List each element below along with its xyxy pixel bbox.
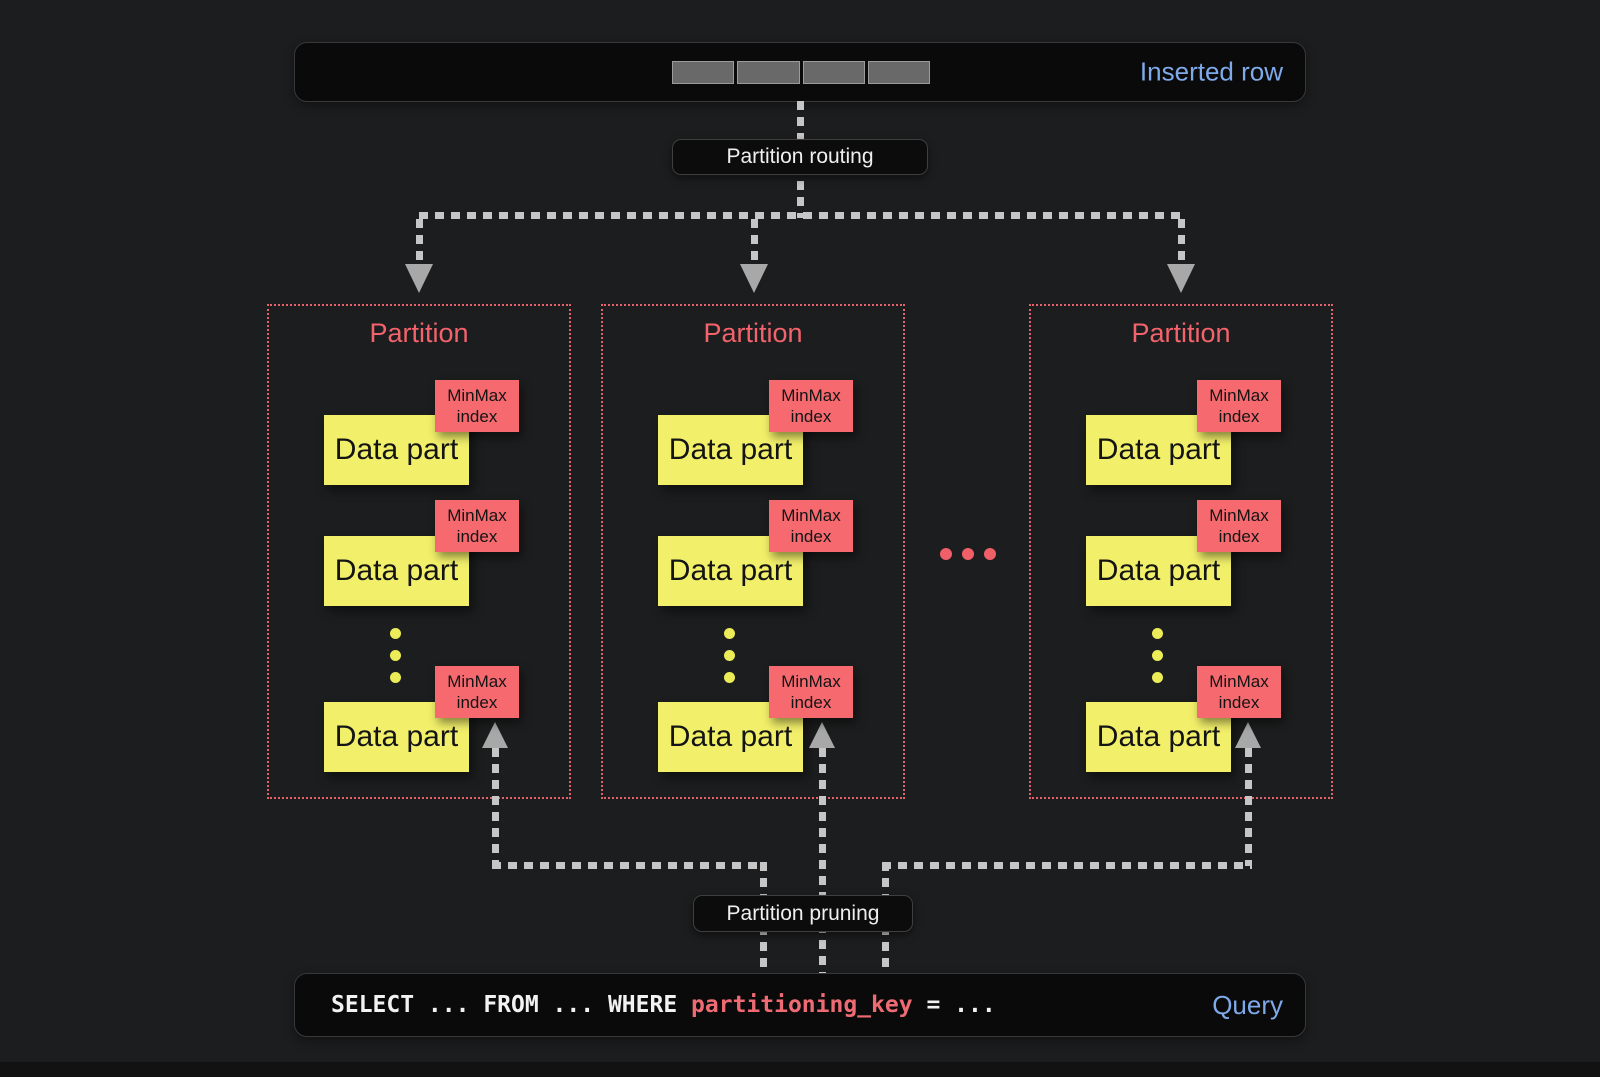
pruning-line-middle-vertical <box>819 748 826 973</box>
arrow-up-icon <box>482 722 508 748</box>
inserted-row-bar: Inserted row <box>294 42 1306 102</box>
row-segment <box>672 61 735 84</box>
minmax-index-tag: MinMax index <box>769 500 853 552</box>
vertical-ellipsis-dot <box>724 650 735 661</box>
vertical-ellipsis-dot <box>724 672 735 683</box>
partition-pruning-label: Partition pruning <box>726 901 880 925</box>
minmax-index-tag: MinMax index <box>769 666 853 718</box>
query-label: Query <box>1212 989 1283 1020</box>
partition-pruning-pill: Partition pruning <box>693 895 913 932</box>
pruning-line-left-horizontal <box>492 862 766 869</box>
vertical-ellipsis-dot <box>724 628 735 639</box>
pruning-line-left-vertical <box>492 748 499 866</box>
partition-box-2: Partition MinMax index Data part MinMax … <box>601 304 905 799</box>
row-segments-icon <box>672 61 930 84</box>
pruning-line-right-horizontal <box>882 862 1252 869</box>
horizontal-ellipsis-dot <box>962 548 974 560</box>
inserted-row-label: Inserted row <box>1139 56 1283 87</box>
partition-title: Partition <box>703 318 803 348</box>
data-part: Data part <box>658 702 803 772</box>
vertical-ellipsis-dot <box>390 628 401 639</box>
partition-routing-pill: Partition routing <box>672 139 928 175</box>
horizontal-ellipsis-dot <box>984 548 996 560</box>
query-code: SELECT ... FROM ... WHERE partitioning_k… <box>331 992 996 1018</box>
partition-box-1: Partition MinMax index Data part MinMax … <box>267 304 571 799</box>
minmax-index-tag: MinMax index <box>435 500 519 552</box>
row-segment <box>802 61 865 84</box>
partitioning-key-token: partitioning_key <box>691 992 913 1018</box>
vertical-ellipsis-dot <box>390 650 401 661</box>
vertical-ellipsis-dot <box>1152 628 1163 639</box>
routing-drop-line-right <box>1178 219 1185 266</box>
query-code-suffix: = ... <box>912 992 996 1018</box>
row-segment <box>737 61 800 84</box>
routing-distribution-line <box>419 212 1181 219</box>
minmax-index-tag: MinMax index <box>1197 666 1281 718</box>
partition-routing-label: Partition routing <box>726 145 874 168</box>
arrow-down-icon <box>740 264 768 293</box>
bottom-border-strip <box>0 1062 1600 1077</box>
query-bar: SELECT ... FROM ... WHERE partitioning_k… <box>294 973 1306 1037</box>
row-segment <box>867 61 930 84</box>
minmax-index-tag: MinMax index <box>1197 500 1281 552</box>
routing-drop-line-middle <box>751 219 758 266</box>
minmax-index-tag: MinMax index <box>435 666 519 718</box>
arrow-up-icon <box>1235 722 1261 748</box>
minmax-index-tag: MinMax index <box>435 380 519 432</box>
vertical-ellipsis-dot <box>1152 672 1163 683</box>
query-code-prefix: SELECT ... FROM ... WHERE <box>331 992 692 1018</box>
arrow-down-icon <box>1167 264 1195 293</box>
arrow-down-icon <box>405 264 433 293</box>
arrow-up-icon <box>809 722 835 748</box>
pruning-line-right-vertical <box>1245 748 1252 866</box>
minmax-index-tag: MinMax index <box>1197 380 1281 432</box>
vertical-ellipsis-dot <box>390 672 401 683</box>
partition-title: Partition <box>369 318 469 348</box>
vertical-ellipsis-dot <box>1152 650 1163 661</box>
horizontal-ellipsis-dot <box>940 548 952 560</box>
minmax-index-tag: MinMax index <box>769 380 853 432</box>
partition-box-3: Partition MinMax index Data part MinMax … <box>1029 304 1333 799</box>
partition-title: Partition <box>1131 318 1231 348</box>
routing-drop-line-left <box>416 219 423 266</box>
